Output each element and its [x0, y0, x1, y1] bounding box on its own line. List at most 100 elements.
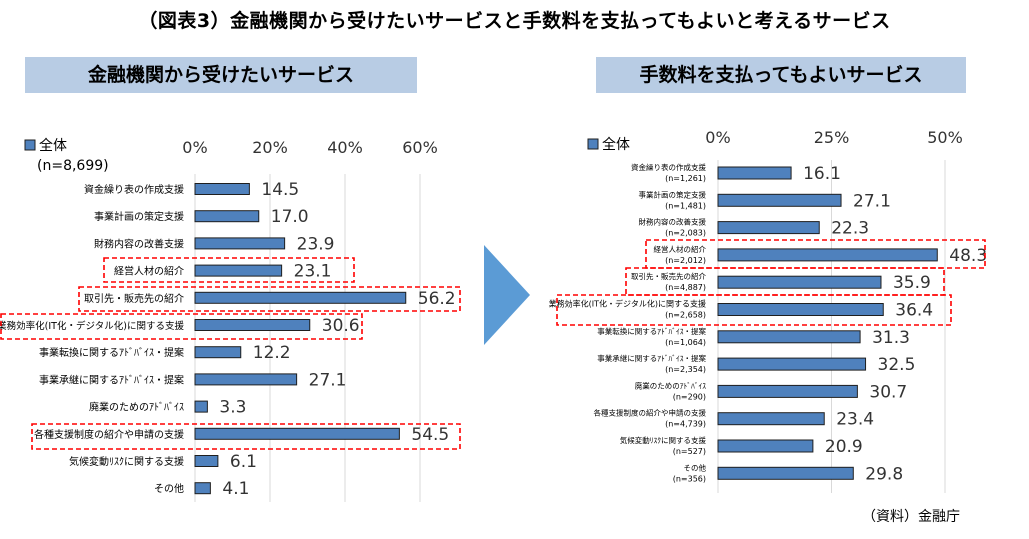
- category-label: 事業計画の策定支援: [639, 189, 707, 199]
- bar: [194, 183, 250, 195]
- value-label: 27.1: [309, 370, 347, 390]
- category-label: 事業計画の策定支援: [94, 210, 184, 223]
- value-label: 54.5: [411, 425, 449, 445]
- value-label: 56.2: [418, 289, 456, 309]
- tick-label: 25%: [814, 128, 850, 147]
- bar: [717, 412, 825, 426]
- bar: [194, 400, 208, 413]
- bar: [194, 346, 242, 359]
- legend-note: (n=8,699): [37, 158, 109, 174]
- sample-size-label: (n=1,481): [665, 201, 706, 210]
- category-label: 廃業のためのｱﾄﾞﾊﾞｲｽ: [635, 380, 706, 390]
- category-label: 業務効率化(IT化・デジタル化)に関する支援: [549, 299, 706, 309]
- value-label: 3.3: [219, 398, 246, 418]
- highlight-box: [31, 423, 461, 450]
- category-label: 事業転換に関するｱﾄﾞﾊﾞｲｽ・提案: [39, 346, 184, 359]
- category-label: 業務効率化(IT化・デジタル化)に関する支援: [0, 320, 184, 332]
- sample-size-label: (n=356): [673, 474, 706, 483]
- bar: [717, 384, 858, 398]
- sample-size-label: (n=4,887): [665, 283, 706, 292]
- value-label: 36.4: [895, 301, 933, 321]
- bar: [194, 455, 219, 467]
- category-label: その他: [154, 482, 184, 495]
- source-note: （資料）金融庁: [862, 509, 960, 525]
- bar: [717, 466, 854, 480]
- sample-size-label: (n=2,012): [665, 256, 706, 265]
- sample-size-label: (n=4,739): [665, 420, 706, 429]
- bar: [717, 275, 882, 289]
- category-label: 資金繰り表の作成支援: [84, 183, 184, 196]
- bar: [717, 330, 861, 344]
- value-label: 16.1: [803, 164, 841, 184]
- right-arrow-icon: [484, 245, 530, 345]
- value-label: 23.1: [294, 262, 332, 282]
- bar: [717, 166, 792, 180]
- tick-label: 0%: [705, 128, 730, 147]
- category-label: 財務内容の改善支援: [94, 237, 184, 250]
- category-label: 気候変動ﾘｽｸに関する支援: [69, 455, 184, 468]
- value-label: 23.9: [297, 234, 335, 254]
- category-label: 経営人材の紹介: [654, 244, 707, 254]
- value-label: 4.1: [222, 479, 249, 499]
- bar: [717, 248, 938, 262]
- legend-swatch: [587, 138, 599, 150]
- left-panel-title: 金融機関から受けたいサービス: [25, 57, 417, 93]
- category-label: その他: [684, 462, 707, 472]
- tick-label: 50%: [927, 128, 963, 147]
- category-label: 取引先・販売先の紹介: [84, 292, 184, 305]
- value-label: 14.5: [261, 180, 299, 200]
- bar: [194, 319, 311, 331]
- category-label: 取引先・販売先の紹介: [631, 271, 706, 281]
- value-label: 48.3: [949, 246, 987, 266]
- value-label: 23.4: [836, 410, 874, 430]
- tick-label: 60%: [402, 138, 438, 157]
- bar: [717, 439, 814, 453]
- value-label: 30.7: [869, 382, 907, 402]
- value-label: 35.9: [893, 273, 931, 293]
- tick-label: 20%: [252, 138, 288, 157]
- figure-title: （図表3）金融機関から受けたいサービスと手数料を支払ってもよいと考えるサービス: [138, 10, 891, 32]
- bar: [194, 482, 211, 495]
- bar: [717, 193, 842, 207]
- category-label: 事業転換に関するｱﾄﾞﾊﾞｲｽ・提案: [597, 326, 706, 336]
- sample-size-label: (n=290): [673, 392, 706, 401]
- value-label: 29.8: [865, 464, 903, 484]
- bar: [717, 221, 820, 235]
- sample-size-label: (n=2,658): [665, 311, 706, 320]
- bar: [717, 357, 867, 371]
- category-label: 気候変動ﾘｽｸに関する支援: [620, 435, 707, 445]
- value-label: 6.1: [230, 452, 257, 472]
- value-label: 32.5: [878, 355, 916, 375]
- highlight-box: [0, 313, 363, 340]
- category-label: 各種支援制度の紹介や申請の支援: [34, 428, 184, 441]
- category-label: 廃業のためのｱﾄﾞﾊﾞｲｽ: [89, 401, 184, 414]
- category-label: 資金繰り表の作成支援: [631, 162, 706, 172]
- bar: [194, 427, 400, 440]
- sample-size-label: (n=2,354): [665, 365, 706, 374]
- highlight-box: [556, 294, 952, 326]
- highlight-box: [78, 286, 461, 312]
- legend-swatch: [24, 139, 36, 151]
- sample-size-label: (n=527): [673, 447, 706, 456]
- bar: [194, 237, 286, 250]
- bar: [194, 210, 260, 223]
- category-label: 事業承継に関するｱﾄﾞﾊﾞｲｽ・提案: [597, 353, 706, 363]
- sample-size-label: (n=1,064): [665, 338, 706, 347]
- category-label: 事業承継に関するｱﾄﾞﾊﾞｲｽ・提案: [39, 373, 184, 386]
- highlight-box: [645, 239, 986, 269]
- sample-size-label: (n=2,083): [665, 229, 706, 238]
- legend-label: 全体: [39, 137, 67, 154]
- category-label: 経営人材の紹介: [114, 265, 184, 278]
- value-label: 31.3: [872, 328, 910, 348]
- tick-label: 40%: [327, 138, 363, 157]
- bar: [717, 303, 884, 316]
- value-label: 22.3: [831, 219, 869, 239]
- category-label: 各種支援制度の紹介や申請の支援: [594, 408, 707, 418]
- value-label: 17.0: [271, 207, 309, 227]
- category-label: 財務内容の改善支援: [639, 217, 707, 227]
- tick-label: 0%: [182, 138, 207, 157]
- value-label: 30.6: [322, 316, 360, 336]
- bar: [194, 264, 283, 277]
